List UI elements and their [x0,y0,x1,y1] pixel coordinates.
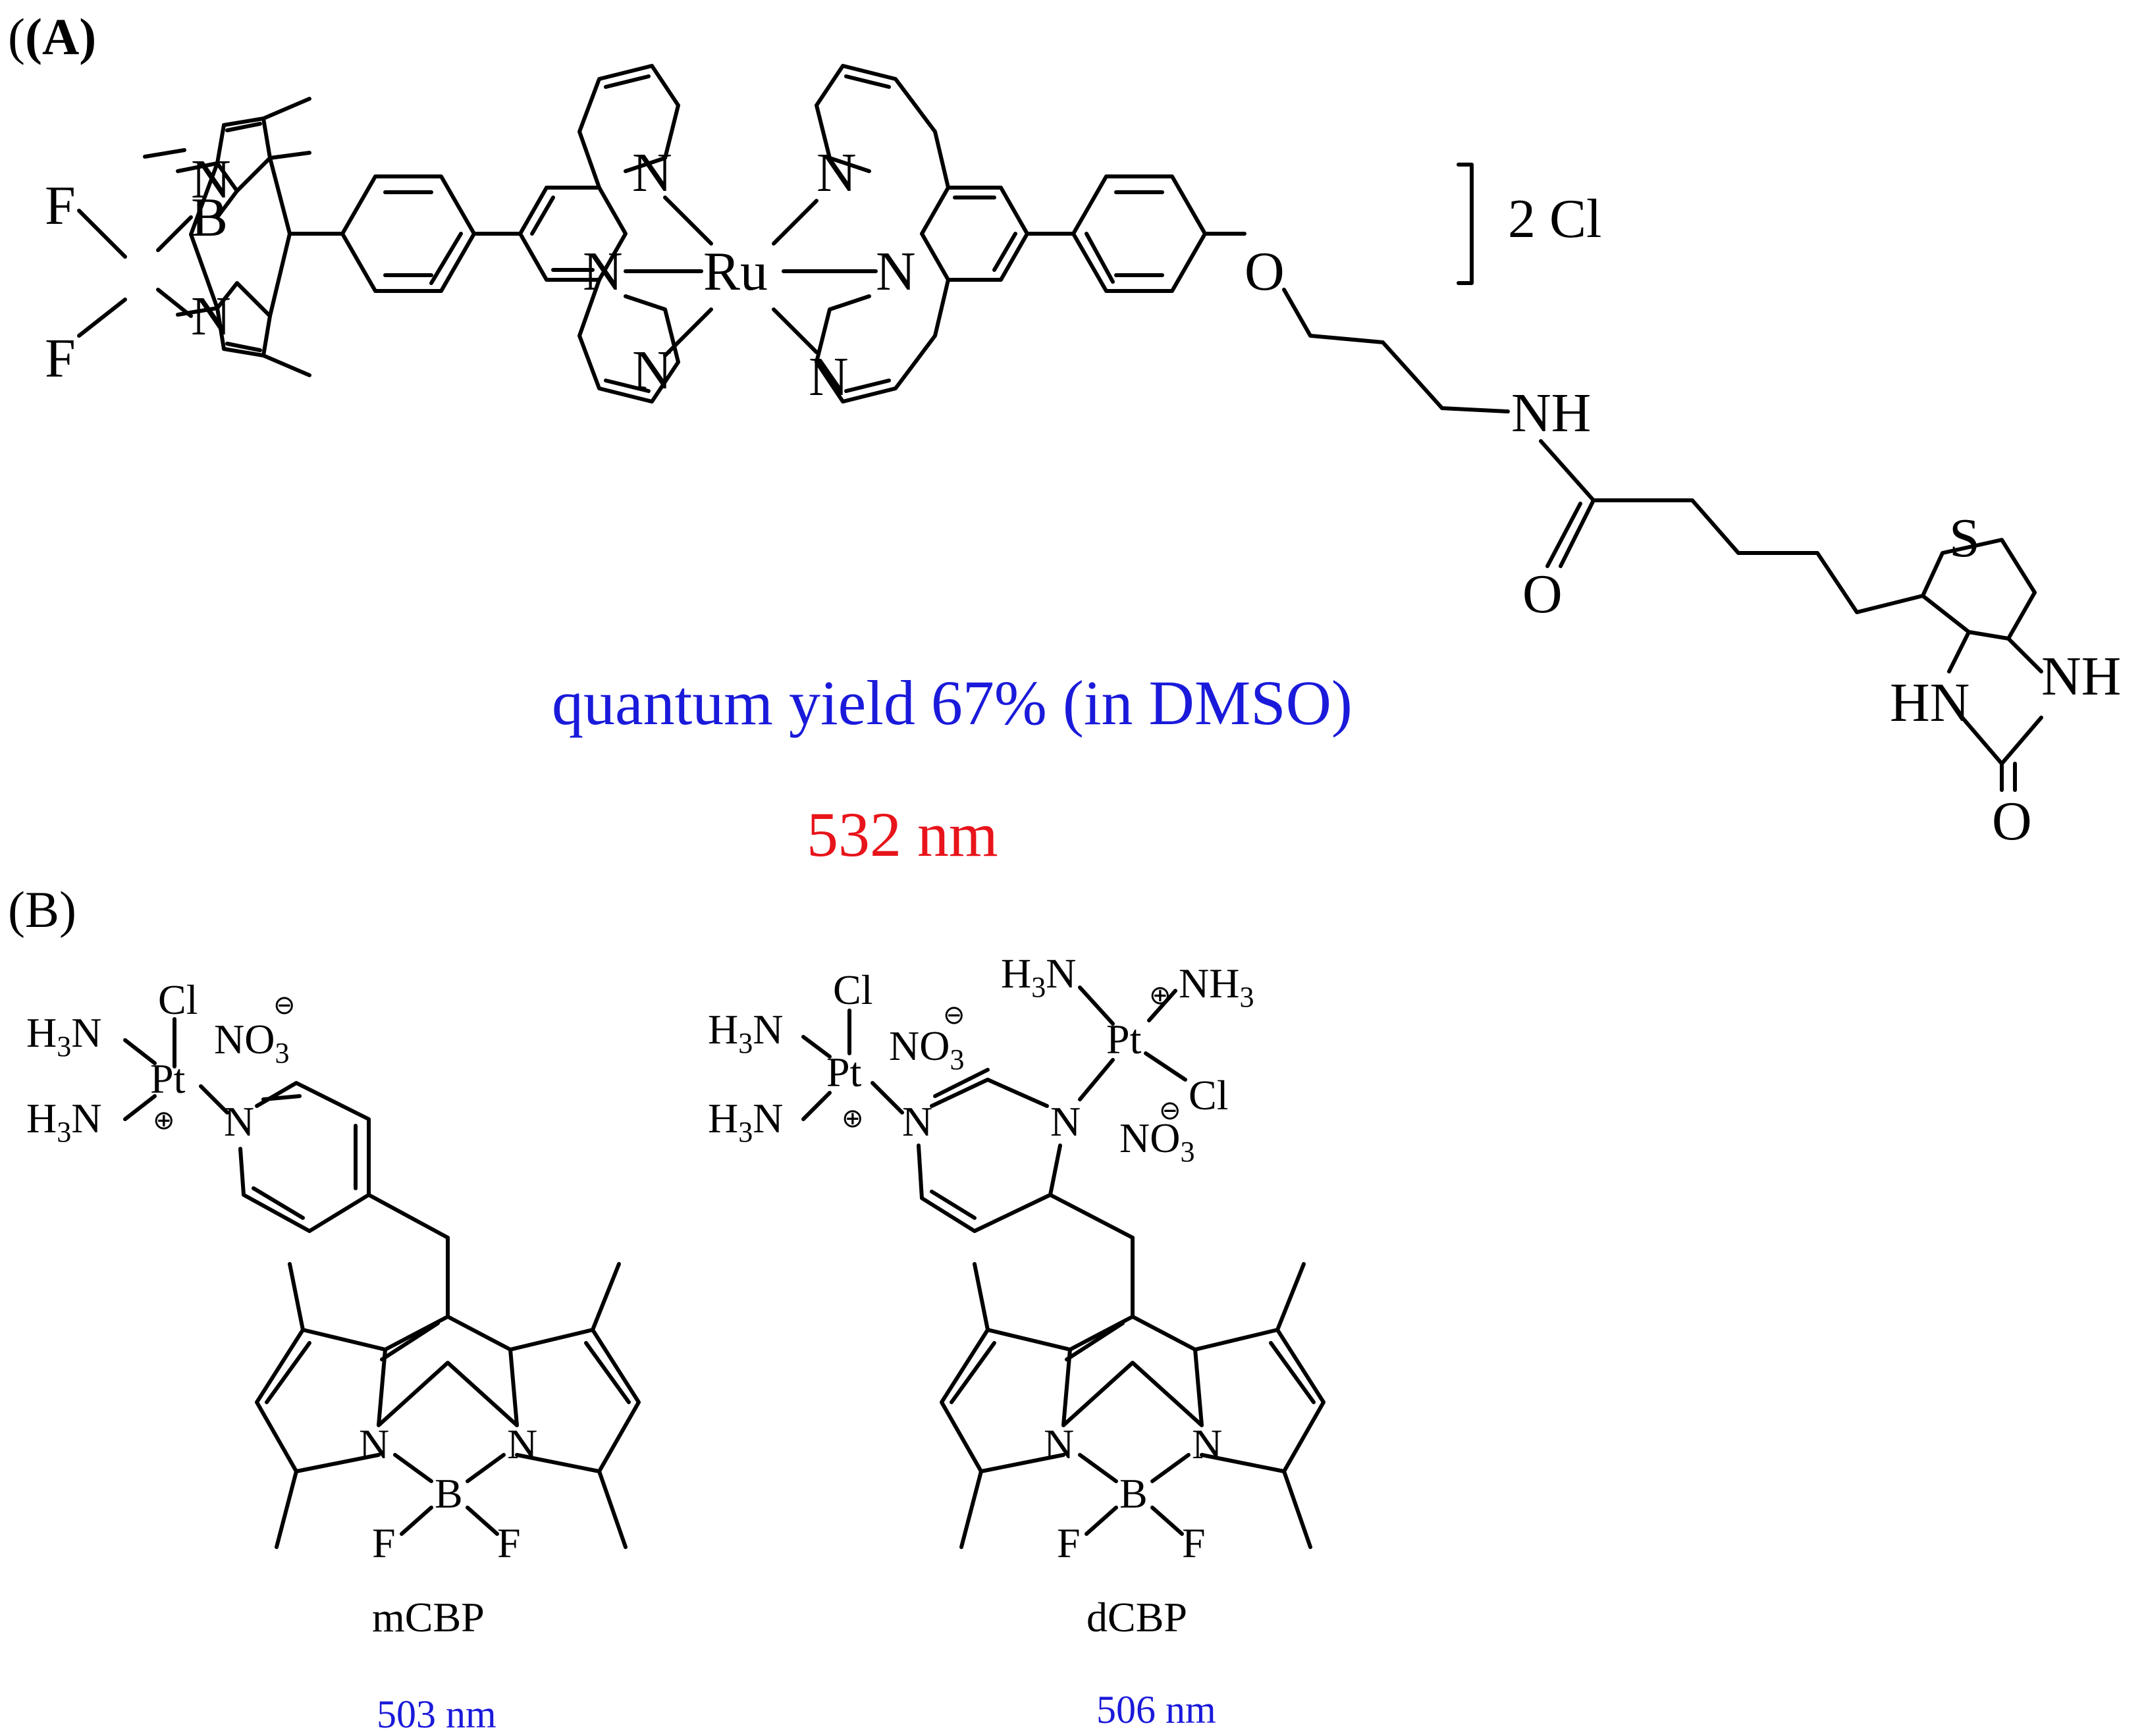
atom-s: S [1949,508,1980,569]
d-label-cl-left: Cl [833,966,872,1013]
bodipy-core-a [143,97,344,377]
mcbp-name: mCBP [372,1594,485,1641]
terpyridine-1 [518,64,680,404]
atom-f-top: F [45,175,76,236]
dcbp-name: dCBP [1086,1594,1187,1641]
atom-n-upper: N [191,149,231,210]
phenyl-ring-1 [340,174,522,293]
m-charge-minus: ⊖ [273,990,296,1020]
m-label-n-right: N [507,1421,537,1467]
terpyridine-2 [815,64,1075,404]
d-label-f-left: F [1057,1519,1081,1566]
dcbp-wavelength: 506 nm [1096,1688,1216,1731]
d-label-n-left: N [1044,1421,1074,1467]
atom-n-terpy2-bottom: N [809,346,849,408]
quantum-yield-caption: quantum yield 67% (in DMSO) [552,668,1353,738]
atom-nh-amide: NH [1511,382,1591,444]
panel-label-a: ((A) [8,8,96,65]
m-label-no3: NO3 [214,1016,289,1069]
d-label-cl-right: Cl [1189,1072,1228,1118]
m-label-n-pyridine: N [224,1098,254,1145]
d-charge-minus-left: ⊖ [943,1000,965,1030]
d-label-n-2: N [1050,1098,1081,1145]
atom-hn-urea-left: HN [1890,672,1970,733]
atom-nh-urea-right: NH [2041,646,2121,707]
compound-dcbp-structure: Cl Pt H3N H3N NO3 ⊖ ⊕ N N H3N NH3 Pt ⊕ C… [708,950,1326,1566]
atom-n-terpy1-bottom: N [632,340,672,401]
compound-a-structure: B F F N N N N N [45,64,2121,852]
atom-n-terpy1-center: N [583,241,623,302]
d-charge-plus-left: ⊕ [842,1103,864,1134]
biotin-bicycle [1921,538,2043,792]
d-label-pt-left: Pt [826,1049,862,1095]
d-label-h3n-2: H3N [708,1095,783,1148]
m-label-cl: Cl [158,976,198,1023]
d-label-no3-right: NO3 [1119,1115,1194,1168]
d-label-n-1: N [902,1098,932,1145]
counterion-label: 2 Cl [1508,188,1601,250]
atom-n-lower: N [191,286,231,347]
d-label-h3n-3: H3N [1001,950,1076,1003]
compound-mcbp-structure: Cl Pt H3N H3N NO3 ⊖ ⊕ N N N B [26,976,641,1566]
atom-n-terpy2-top: N [817,142,857,203]
d-label-f-right: F [1182,1519,1206,1566]
d-label-n-right: N [1192,1421,1222,1467]
m-label-b: B [435,1470,463,1517]
atom-ru: Ru [703,241,768,302]
m-label-f-left: F [372,1519,396,1566]
atom-n-terpy2-center: N [876,241,916,302]
panel-label-b: (B) [8,881,76,938]
phenyl-ring-2 [1071,174,1246,293]
m-label-f-right: F [497,1519,521,1566]
m-charge-plus: ⊕ [153,1105,175,1136]
m-label-n-left: N [359,1421,389,1467]
atom-f-bottom: F [45,328,76,389]
atom-b: B [191,187,228,248]
d-label-nh3: NH3 [1179,960,1254,1013]
atom-o-ether: O [1245,241,1285,302]
atom-o-urea: O [1992,791,2032,852]
d-label-b: B [1119,1470,1148,1517]
mcbp-wavelength: 503 nm [377,1693,496,1736]
d-label-no3-left: NO3 [889,1022,964,1076]
atom-n-terpy1-top: N [632,142,672,203]
m-label-h3n-top: H3N [26,1009,101,1063]
d-charge-minus-right: ⊖ [1159,1095,1181,1126]
d-label-h3n-1: H3N [708,1006,783,1059]
atom-o-carbonyl: O [1522,564,1563,625]
wavelength-a: 532 nm [807,799,998,870]
m-label-h3n-bottom: H3N [26,1095,101,1148]
